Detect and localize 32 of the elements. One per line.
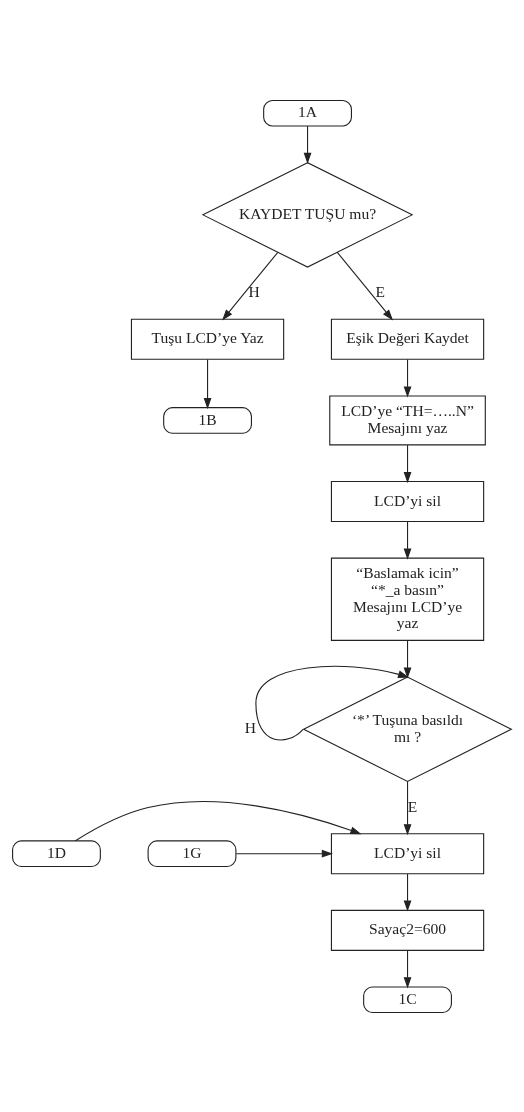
arrow <box>74 800 362 841</box>
node-box: 1A <box>263 99 352 127</box>
node-box: LCD’yi sil <box>330 480 485 522</box>
arrow <box>403 520 412 560</box>
node-diamond: ‘*’ Tuşuna basıldı mı ? <box>302 675 513 782</box>
arrow <box>336 251 394 320</box>
node-box: Tuşu LCD’ye Yaz <box>130 318 285 360</box>
edge-label: H <box>244 718 256 736</box>
arrow <box>235 849 333 858</box>
node-box: LCD’ye “TH=…..N” Mesajını yaz <box>329 394 486 445</box>
arrow <box>403 780 412 835</box>
arrow <box>303 125 312 164</box>
edge-label: E <box>407 797 418 815</box>
arrow <box>403 444 412 483</box>
node-box: LCD’yi sil <box>330 832 485 874</box>
node-box: “Baslamak icin” “*_a basın” Mesajını LCD’ye yaz <box>330 557 485 641</box>
arrow <box>403 872 412 912</box>
node-box: 1C <box>363 985 452 1013</box>
node-box: Sayaç2=600 <box>330 909 485 951</box>
arrow <box>203 358 212 409</box>
node-diamond: KAYDET TUŞU mu? <box>201 161 414 268</box>
arrow <box>403 358 412 398</box>
edge-label: E <box>375 282 386 300</box>
node-box: Eşik Değeri Kaydet <box>330 318 485 360</box>
node-box: 1D <box>12 839 101 867</box>
node-box: 1G <box>147 839 237 867</box>
arrow <box>255 665 410 740</box>
arrow <box>403 639 412 679</box>
node-box: 1B <box>163 406 252 434</box>
edge-label: H <box>248 282 260 300</box>
arrow <box>222 251 279 320</box>
arrow <box>403 949 412 988</box>
